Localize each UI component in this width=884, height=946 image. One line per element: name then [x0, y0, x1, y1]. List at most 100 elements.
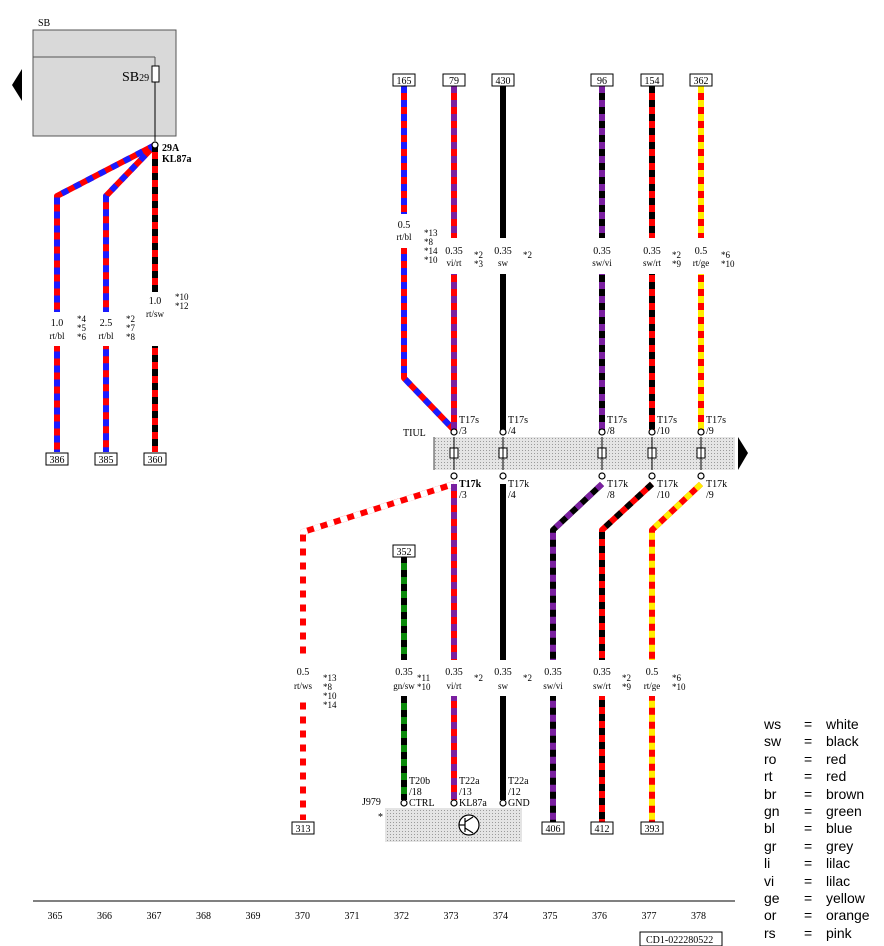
top-wire-165-color: rt/bl: [397, 232, 412, 242]
legend-code: ro: [764, 750, 777, 767]
legend-row: bl=blue: [764, 820, 870, 837]
legend-row: rs=pink: [764, 925, 870, 942]
wire-bottom-swvi: [550, 481, 605, 822]
top-wire-154-color: sw/rt: [643, 258, 661, 268]
top-ref-96: 96: [597, 76, 607, 87]
top-wire-165-note: *10: [424, 255, 438, 265]
left-wire-1-note: *5: [77, 323, 87, 333]
top-ref-154: 154: [645, 76, 660, 87]
top-wire-362-gauge: 0.5: [695, 246, 708, 257]
top-ref-430: 430: [496, 76, 511, 87]
legend-row: or=orange: [764, 907, 870, 924]
legend-row: sw=black: [764, 733, 870, 750]
left-wire-2-note: *8: [126, 332, 136, 342]
top-ref-430-box: [491, 73, 515, 87]
bottom-wire-1-dest-box: [291, 821, 315, 835]
legend-code: br: [764, 785, 777, 802]
bottom-wire-5-dest: 406: [546, 824, 561, 835]
legend-equals: =: [804, 872, 813, 889]
legend-equals: =: [804, 803, 813, 820]
t17k-label: T17k: [459, 479, 482, 490]
t17s-pin-label: /9: [706, 426, 714, 437]
t17k-pin-label: /8: [607, 490, 615, 501]
bottom-wire-6-dest-box: [590, 821, 614, 835]
top-wire-362-note: *6: [721, 250, 731, 260]
t17s-label: T17s: [706, 415, 726, 426]
left-wire-2-gauge: 2.5: [100, 318, 113, 329]
left-wire-1-note: *6: [77, 332, 87, 342]
column-number: 377: [642, 911, 657, 922]
top-ref-362: 362: [694, 76, 709, 87]
legend-code: li: [764, 855, 771, 872]
bottom-wire-7-dest: 393: [645, 824, 660, 835]
legend-equals: =: [804, 890, 813, 907]
legend-equals: =: [804, 750, 813, 767]
bottom-wire-7-dest-box: [640, 821, 664, 835]
t17k-label: T17k: [657, 479, 678, 490]
column-number: 369: [246, 911, 261, 922]
bottom-wire-6-gauge: 0.35: [593, 667, 611, 678]
connector-station-label: TIUL: [403, 428, 426, 439]
column-number: 373: [444, 911, 459, 922]
column-number: 367: [147, 911, 162, 922]
top-wire-96-gauge: 0.35: [593, 246, 611, 257]
legend-color-name: white: [826, 716, 859, 732]
t17s-pin-label: /10: [657, 426, 670, 437]
top-wire-165-gauge: 0.5: [398, 220, 411, 231]
top-ref-79: 79: [449, 76, 459, 87]
j979-pin-connector: T20b: [409, 776, 430, 787]
top-wire-154-gauge: 0.35: [643, 246, 661, 257]
bottom-wire-3-note: *2: [474, 673, 483, 683]
bottom-wire-5-color: sw/vi: [543, 681, 563, 691]
t17s-label: T17s: [459, 415, 479, 426]
fuse-terminal: 29A: [162, 143, 180, 154]
fuse-label: SB29: [122, 70, 149, 85]
bottom-wire-1-color: rt/ws: [294, 681, 312, 691]
legend-color-name: red: [826, 750, 847, 767]
column-number: 375: [543, 911, 558, 922]
continuation-arrow-right: [738, 437, 748, 470]
column-number: 368: [196, 911, 211, 922]
top-wire-79-gauge: 0.35: [445, 246, 463, 257]
t17k-label: T17k: [508, 479, 529, 490]
column-number: 372: [394, 911, 409, 922]
t17s-pin-label: /3: [459, 426, 467, 437]
left-wire-3-dest: 360: [148, 455, 163, 466]
j979-pin-connector: T22a: [459, 776, 480, 787]
left-wire-2-dest-box: [94, 452, 118, 466]
bottom-wire-4-color: sw: [498, 681, 509, 691]
bottom-wire-3-color: vi/rt: [447, 681, 462, 691]
wire-bottom-rtge: [649, 481, 704, 822]
top-ref-362-box: [689, 73, 713, 87]
top-wire-430-color: sw: [498, 258, 509, 268]
legend-row: ge=yellow: [764, 890, 870, 907]
legend-color-name: lilac: [826, 872, 851, 889]
top-wire-79-color: vi/rt: [447, 258, 462, 268]
bottom-wire-4-gauge: 0.35: [494, 667, 512, 678]
legend-row: ws=white: [764, 716, 870, 733]
bottom-wire-7-note: *6: [672, 673, 682, 683]
t17s-pin-0: [450, 428, 458, 436]
t17k-pin-2: [598, 472, 606, 480]
j979-pin-number: /18: [409, 787, 422, 798]
t17k-label: T17k: [706, 479, 727, 490]
column-number: 370: [295, 911, 310, 922]
legend-code: vi: [764, 872, 775, 889]
bottom-wire-2-color: gn/sw: [393, 681, 415, 691]
top-wire-362-note: *10: [721, 259, 735, 269]
bottom-wire-6-color: sw/rt: [593, 681, 611, 691]
left-wire-3-gauge: 1.0: [149, 296, 162, 307]
fuse-box-sb: [12, 29, 177, 141]
left-wire-1-note: *4: [77, 314, 87, 324]
legend-color-name: orange: [826, 907, 870, 924]
legend-code: gn: [764, 803, 780, 820]
top-wire-165-note: *8: [424, 237, 434, 247]
doc-id: CD1-022280522: [646, 935, 713, 946]
legend-color-name: red: [826, 768, 847, 785]
top-ref-154-box: [640, 73, 664, 87]
bottom-wire-6-note: *9: [622, 682, 632, 692]
legend-code: or: [764, 907, 777, 924]
column-number: 366: [97, 911, 112, 922]
j979-pin-number: /13: [459, 787, 472, 798]
